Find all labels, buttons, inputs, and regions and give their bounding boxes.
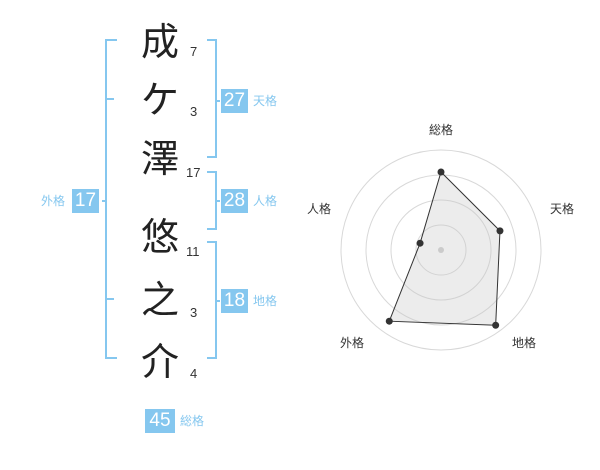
radar-axis-label-chikaku: 地格 xyxy=(511,336,536,350)
radar-series-polygon xyxy=(388,171,501,326)
stroke-count-5: 3 xyxy=(190,305,198,320)
gaikaku-bracket xyxy=(105,39,117,359)
chikaku-label: 地格 xyxy=(253,294,278,308)
radar-ring xyxy=(340,149,542,351)
soukaku-label: 総格 xyxy=(180,414,205,428)
chikaku-value: 18 xyxy=(221,289,248,313)
jinkaku-label: 人格 xyxy=(253,194,278,208)
radar-point-2 xyxy=(492,321,500,329)
radar-point-0 xyxy=(437,168,445,176)
radar-axis-label-jinkaku: 人格 xyxy=(306,202,331,216)
name-char-4: 悠 xyxy=(140,215,179,259)
radar-center xyxy=(438,247,444,253)
name-char-6: 介 xyxy=(140,340,179,384)
radar-axis-label-tenkaku: 天格 xyxy=(549,202,574,216)
tenkaku-label: 天格 xyxy=(253,94,278,108)
stroke-count-1: 7 xyxy=(190,44,198,59)
soukaku-value: 45 xyxy=(145,409,175,433)
stroke-count-2: 3 xyxy=(190,104,198,119)
name-char-2: ケ xyxy=(140,78,179,122)
tenkaku-value: 27 xyxy=(221,89,248,113)
stroke-count-6: 4 xyxy=(190,366,198,381)
radar-point-1 xyxy=(496,227,504,235)
radar-ring xyxy=(415,224,467,276)
radar-axis-label-soukaku: 総格 xyxy=(428,123,453,137)
radar-point-4 xyxy=(416,239,424,247)
stroke-count-3: 17 xyxy=(186,165,201,180)
name-char-3: 澤 xyxy=(140,137,179,181)
tenkaku-bracket xyxy=(207,39,217,158)
name-char-5: 之 xyxy=(140,278,179,322)
jinkaku-value: 28 xyxy=(221,189,248,213)
radar-point-3 xyxy=(385,317,393,325)
gaikaku-value: 17 xyxy=(72,189,99,213)
radar-ring xyxy=(390,199,492,301)
stroke-count-4: 11 xyxy=(186,244,200,259)
name-char-1: 成 xyxy=(140,20,179,64)
radar-axis-label-gaikaku: 外格 xyxy=(339,336,364,350)
gaikaku-label: 外格 xyxy=(41,194,66,208)
